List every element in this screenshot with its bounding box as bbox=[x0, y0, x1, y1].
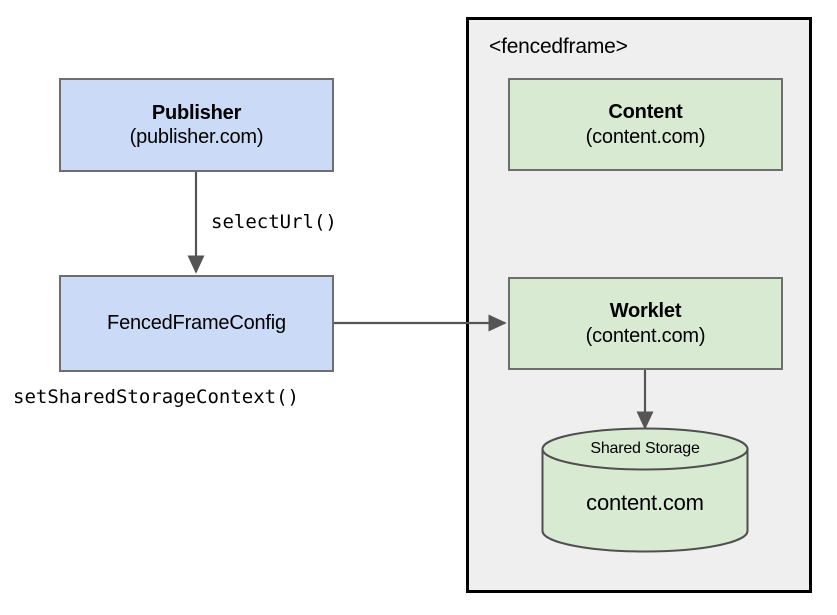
node-worklet[interactable]: Worklet (content.com) bbox=[508, 277, 783, 370]
node-publisher[interactable]: Publisher (publisher.com) bbox=[59, 78, 334, 172]
node-publisher-title: Publisher bbox=[151, 101, 242, 124]
node-content-title: Content bbox=[608, 101, 683, 124]
node-worklet-subtitle: (content.com) bbox=[585, 324, 706, 347]
fencedframe-panel-label: <fencedframe> bbox=[489, 35, 628, 58]
annotation-set-shared-storage-context: setSharedStorageContext() bbox=[13, 386, 299, 408]
node-publisher-subtitle: (publisher.com) bbox=[129, 126, 264, 148]
cylinder-shape bbox=[541, 427, 749, 553]
node-content-subtitle: (content.com) bbox=[585, 125, 706, 148]
node-fenced-frame-config-label: FencedFrameConfig bbox=[107, 312, 286, 335]
shared-storage-origin: content.com bbox=[586, 490, 704, 515]
node-worklet-title: Worklet bbox=[609, 300, 682, 323]
edge-label-select-url: selectUrl() bbox=[211, 211, 337, 233]
shared-storage-title: Shared Storage bbox=[590, 440, 700, 457]
node-fenced-frame-config[interactable]: FencedFrameConfig bbox=[59, 275, 334, 372]
node-content[interactable]: Content (content.com) bbox=[508, 78, 783, 171]
node-shared-storage[interactable]: Shared Storage content.com bbox=[541, 427, 749, 553]
